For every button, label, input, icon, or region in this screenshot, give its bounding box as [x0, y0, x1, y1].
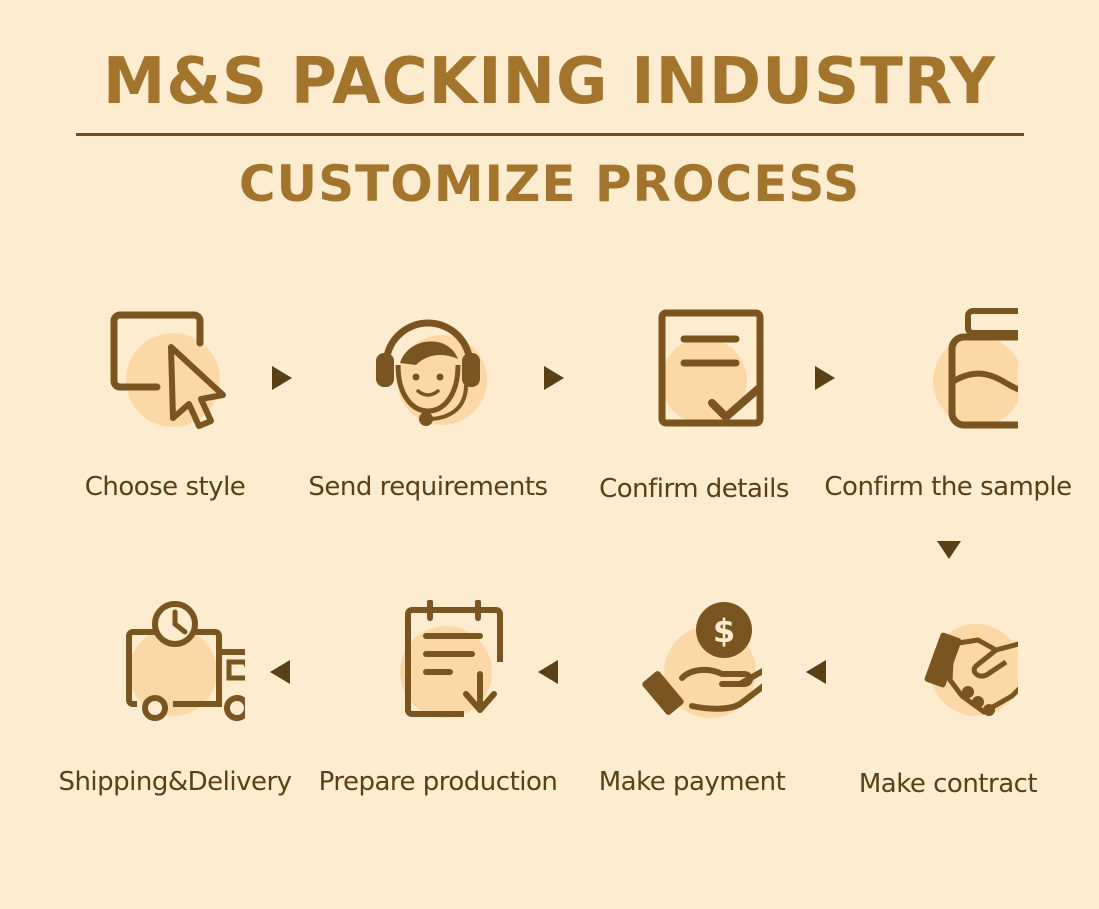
arrow-right-icon — [815, 366, 835, 390]
bottle-icon — [828, 305, 1068, 435]
clipboard-download-icon — [318, 600, 558, 730]
arrow-left-icon — [538, 660, 558, 684]
arrow-right-icon — [544, 366, 564, 390]
document-check-icon — [574, 305, 814, 435]
arrow-down-icon — [937, 541, 961, 559]
cursor-window-icon — [45, 305, 285, 435]
svg-text:$: $ — [713, 612, 735, 650]
handshake-icon — [828, 600, 1068, 730]
page-title: M&S PACKING INDUSTRY — [102, 45, 997, 119]
step-label: Make contract — [858, 769, 1038, 799]
page-subtitle: CUSTOMIZE PROCESS — [238, 155, 861, 213]
step-label: Prepare production — [318, 767, 558, 797]
arrow-right-icon — [272, 366, 292, 390]
delivery-truck-icon — [55, 600, 295, 730]
step-label: Confirm the sample — [824, 472, 1072, 502]
arrow-left-icon — [270, 660, 290, 684]
payment-hand-icon: $ — [572, 600, 812, 730]
title-divider — [76, 133, 1024, 136]
arrow-left-icon — [806, 660, 826, 684]
step-label: Confirm details — [599, 474, 789, 504]
support-agent-icon — [308, 305, 548, 435]
step-label: Choose style — [84, 472, 246, 502]
step-label: Make payment — [598, 767, 786, 797]
step-label: Send requirements — [308, 472, 548, 502]
step-label: Shipping&Delivery — [58, 767, 292, 797]
